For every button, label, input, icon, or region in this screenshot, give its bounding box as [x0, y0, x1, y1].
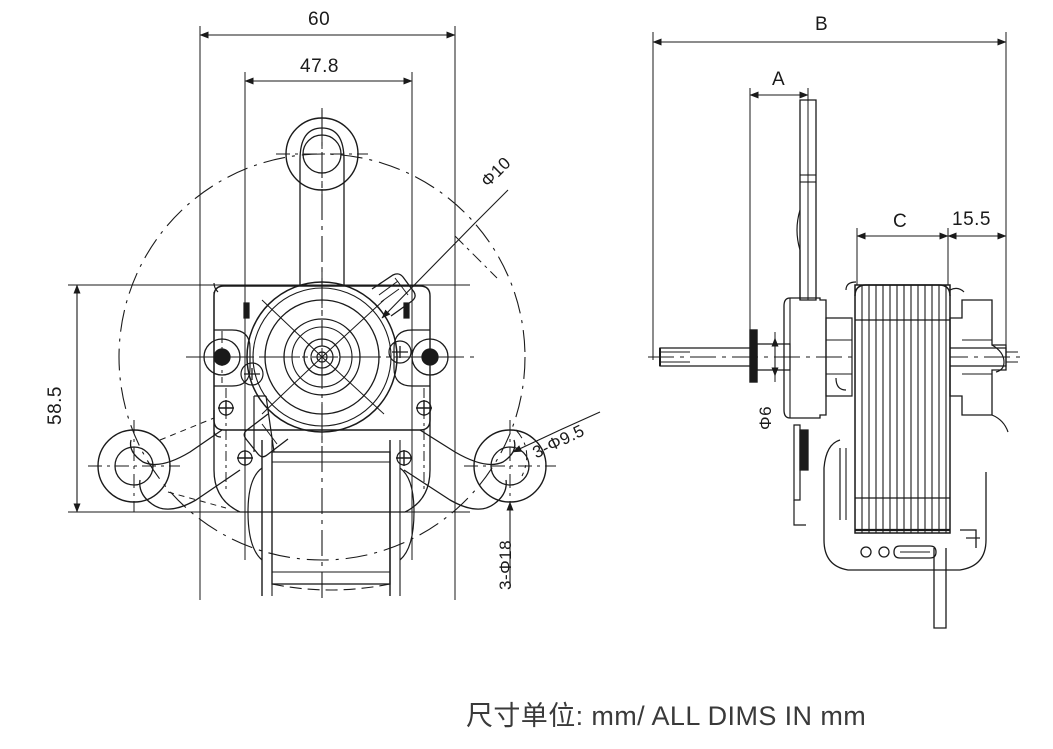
- dimension-width-inner: 47.8: [300, 56, 339, 77]
- units-caption: 尺寸单位: mm/ ALL DIMS IN mm: [466, 701, 867, 731]
- side-view-geometry: [648, 32, 1020, 629]
- dimension-shaft-length: A: [772, 69, 786, 90]
- dimension-rear-length: 15.5: [952, 209, 991, 230]
- front-view-geometry: [68, 26, 601, 600]
- dimension-width-overall: 60: [308, 9, 331, 30]
- dimension-length-overall: B: [815, 14, 829, 35]
- leader-mounting-boss-diameter: 3-Φ18: [496, 539, 515, 590]
- dimension-shaft-diameter: Φ6: [756, 405, 775, 430]
- dimension-core-length: C: [893, 211, 908, 232]
- dimension-height-overall: 58.5: [45, 386, 66, 425]
